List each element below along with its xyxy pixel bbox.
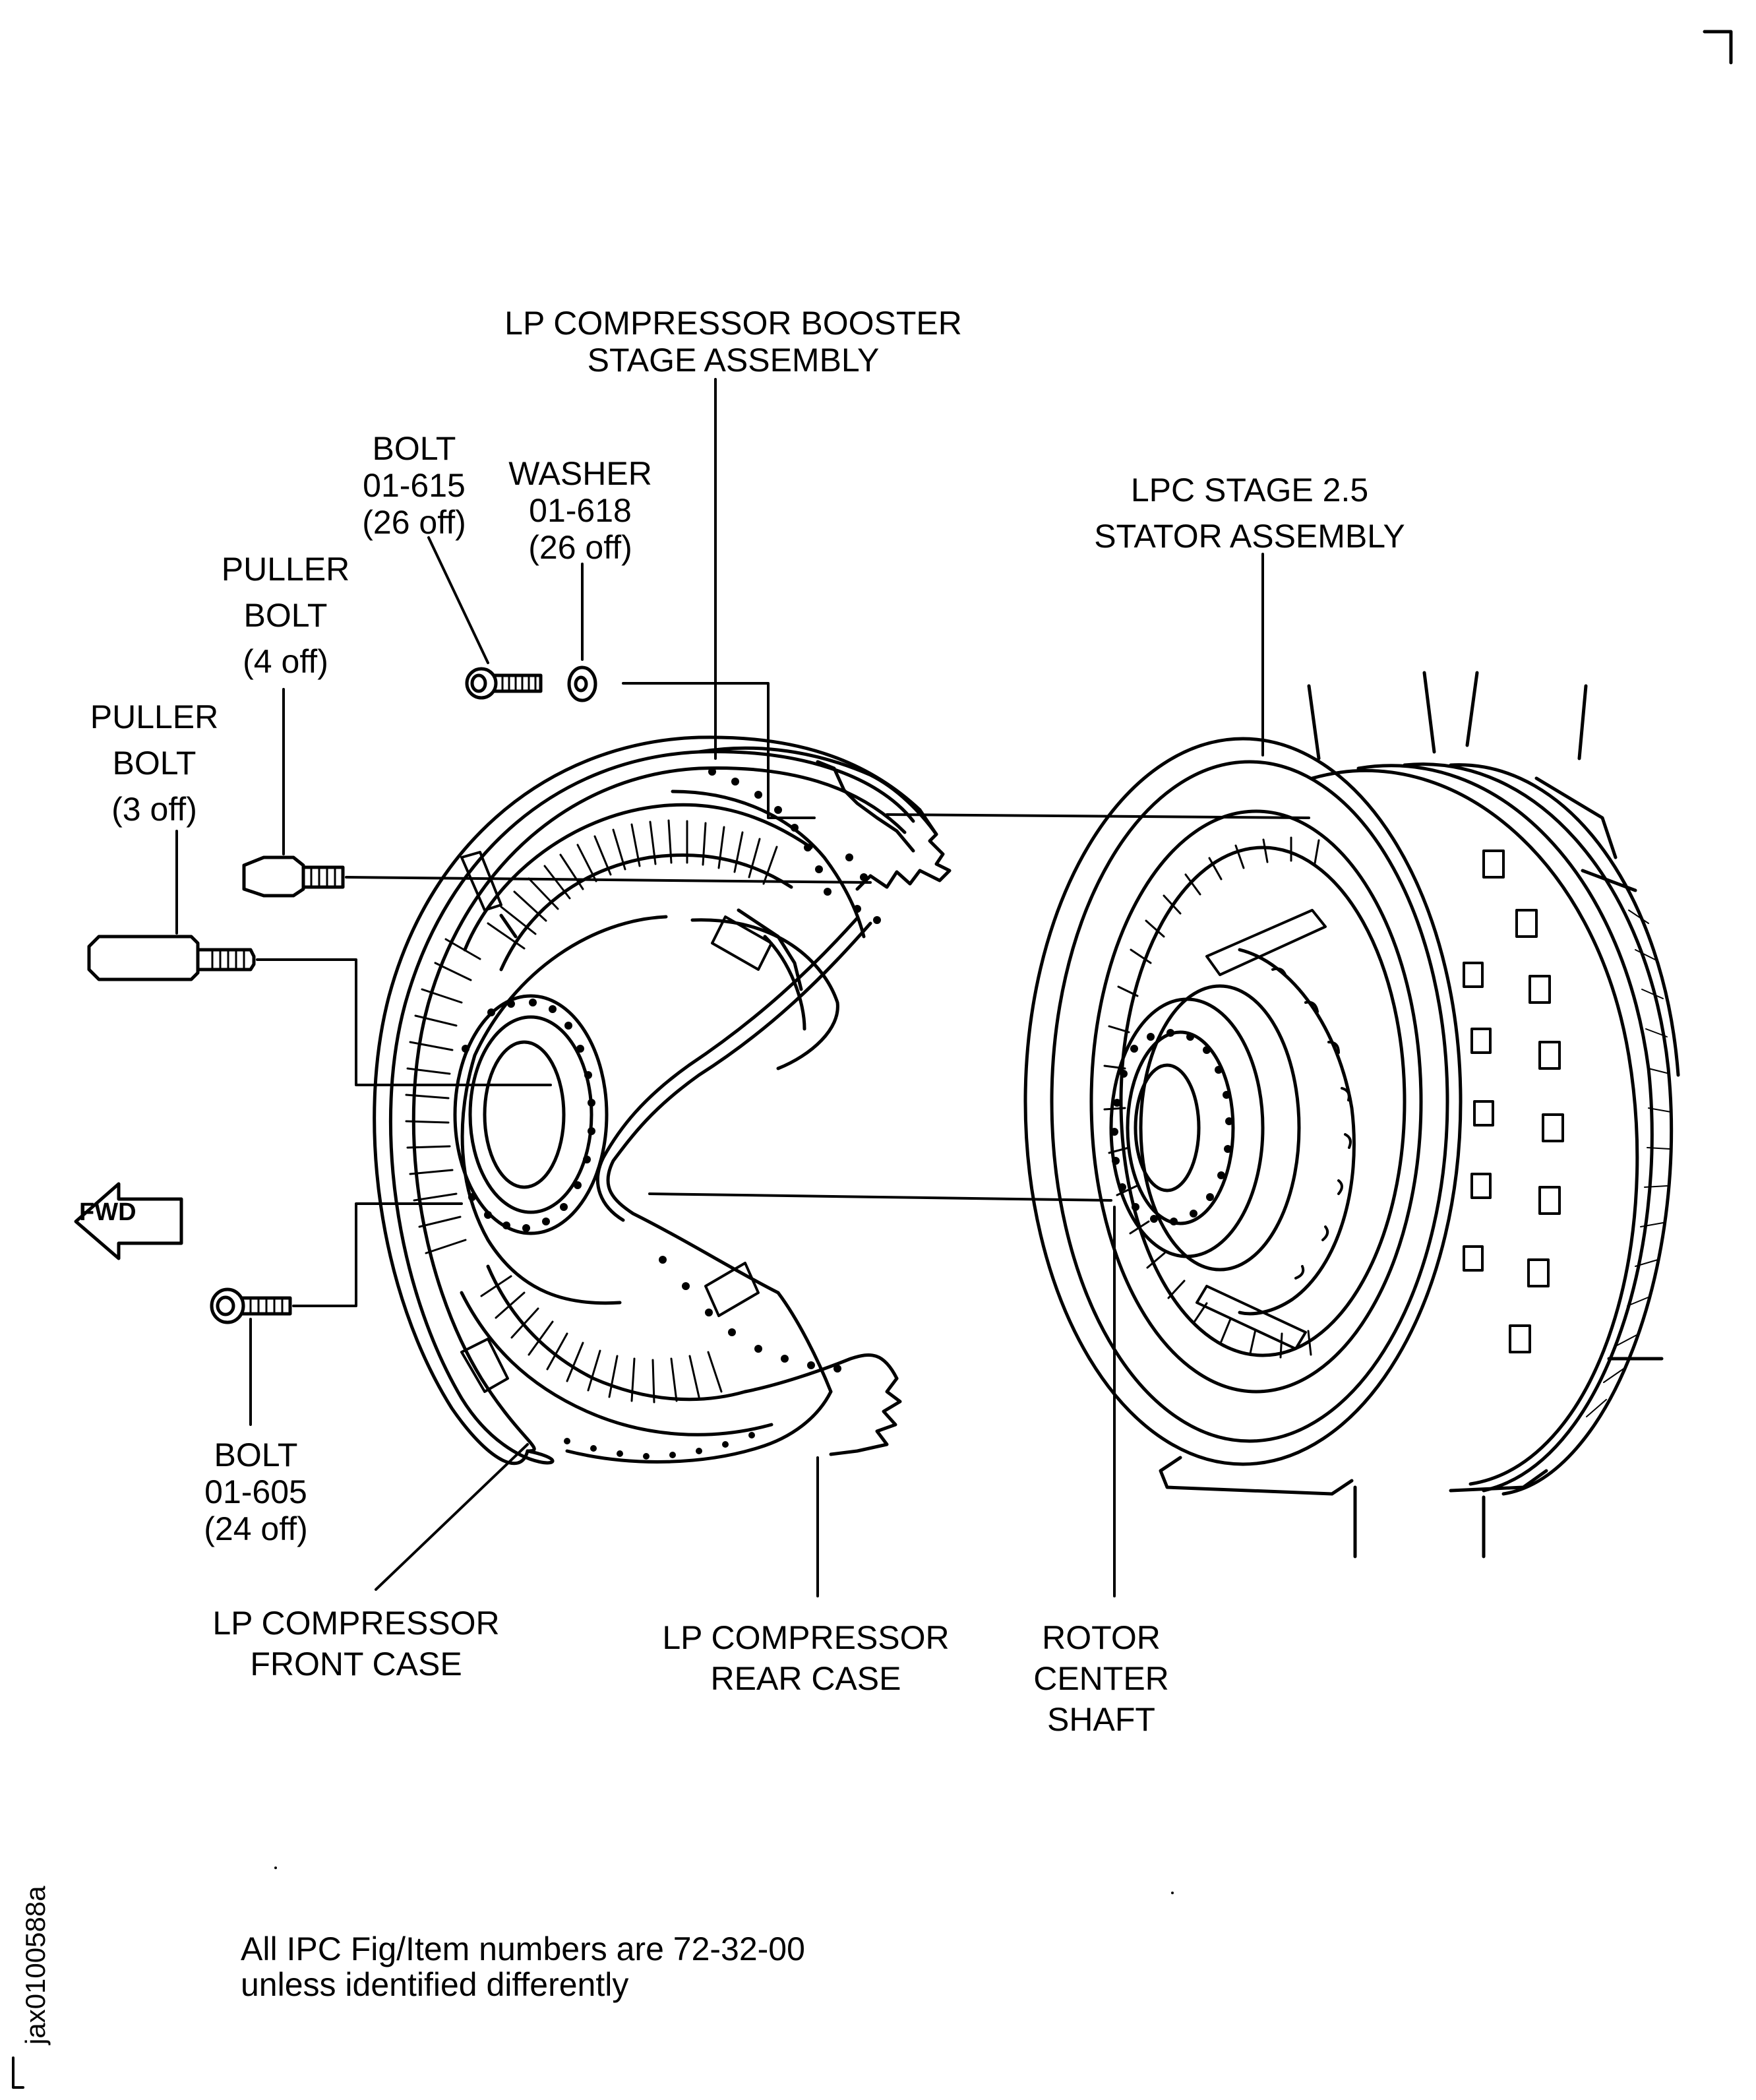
puller-bolt-3off-drawing (87, 935, 256, 981)
fwd-label: FWD (79, 1198, 136, 1226)
lpc-stage-2-5-stator-drawing (1023, 671, 1680, 1559)
washer-01-618-drawing (567, 665, 597, 702)
leader-lines (175, 378, 1310, 1597)
bolt-01-615-drawing (465, 667, 543, 700)
bolt-01-605-drawing (210, 1287, 292, 1324)
lp-compressor-front-case-drawing (373, 735, 922, 1466)
corner-mark (1703, 30, 1733, 65)
lp-compressor-rear-case-drawing (565, 746, 952, 1464)
fwd-arrow-icon (74, 1182, 183, 1260)
puller-bolt-4off-drawing (242, 855, 345, 898)
figure-id: jax0100588a (20, 1886, 51, 2045)
corner-mark-bottom (12, 2056, 24, 2089)
